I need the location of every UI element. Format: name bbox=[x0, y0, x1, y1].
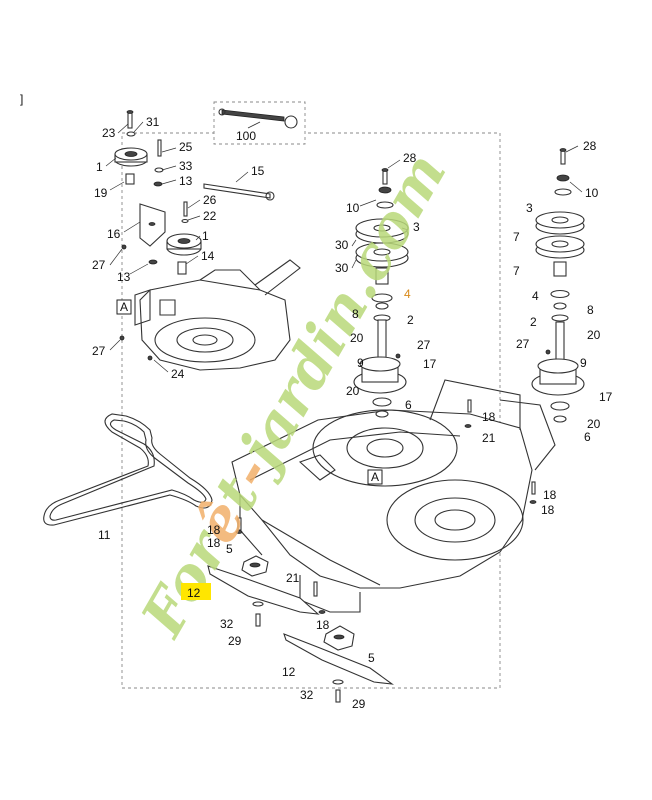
callout-10-center: 10 bbox=[346, 201, 360, 215]
callout-29-right: 29 bbox=[352, 697, 366, 711]
callout-10-right: 10 bbox=[585, 186, 599, 200]
callout-20-right-a: 20 bbox=[587, 328, 601, 342]
callout-3-right: 3 bbox=[526, 201, 533, 215]
callout-27-b: 27 bbox=[92, 344, 106, 358]
callout-30-b: 30 bbox=[335, 261, 349, 275]
callout-20-right-b: 20 bbox=[587, 417, 601, 431]
callout-8-center: 8 bbox=[352, 307, 359, 321]
left-idler-assembly bbox=[114, 110, 275, 361]
callout-8-right: 8 bbox=[587, 303, 594, 317]
bracket-glyph: ] bbox=[20, 92, 23, 106]
callout-6-right: 6 bbox=[584, 430, 591, 444]
svg-text:A: A bbox=[120, 300, 128, 314]
blade-right-12 bbox=[283, 625, 395, 703]
upper-deck-bracket bbox=[134, 259, 301, 371]
callout-17-center: 17 bbox=[423, 357, 437, 371]
callout-6-center: 6 bbox=[405, 398, 412, 412]
callout-30-a: 30 bbox=[335, 238, 349, 252]
callout-13-lower: 13 bbox=[117, 270, 131, 284]
callout-1-lower: 1 bbox=[202, 229, 209, 243]
callout-5-right: 5 bbox=[368, 651, 375, 665]
drive-belt-11 bbox=[43, 413, 213, 526]
callout-18-b: 18 bbox=[543, 488, 557, 502]
callout-21-b: 21 bbox=[286, 571, 300, 585]
callout-16: 16 bbox=[107, 227, 121, 241]
callout-9-center: 9 bbox=[357, 356, 364, 370]
callout-28-right: 28 bbox=[583, 139, 597, 153]
callout-31: 31 bbox=[146, 115, 160, 129]
callout-7-a: 7 bbox=[513, 230, 520, 244]
callout-27-right: 27 bbox=[516, 337, 530, 351]
callout-27-a: 27 bbox=[92, 258, 106, 272]
leader-lines bbox=[105, 121, 583, 373]
callout-11: 11 bbox=[98, 528, 111, 542]
callout-17-right: 17 bbox=[599, 390, 613, 404]
callout-32-left: 32 bbox=[220, 617, 234, 631]
callout-13-top: 13 bbox=[179, 174, 193, 188]
callout-25: 25 bbox=[179, 140, 193, 154]
callout-24: 24 bbox=[171, 367, 185, 381]
callout-12-highlight bbox=[181, 583, 211, 600]
callout-19: 19 bbox=[94, 186, 108, 200]
callout-4-center: 4 bbox=[404, 287, 411, 301]
right-spindle-assembly bbox=[531, 148, 585, 423]
callout-18-e: 18 bbox=[207, 536, 221, 550]
callout-29-left: 29 bbox=[228, 634, 242, 648]
callout-15: 15 bbox=[251, 164, 265, 178]
box-marker-a-left: A bbox=[116, 299, 132, 315]
callout-22: 22 bbox=[203, 209, 217, 223]
callout-12-left: 12 bbox=[187, 586, 201, 600]
callout-21-a: 21 bbox=[482, 431, 496, 445]
callout-18-d: 18 bbox=[207, 523, 221, 537]
callout-27-center: 27 bbox=[417, 338, 431, 352]
svg-text:A: A bbox=[371, 470, 379, 484]
callout-20-center-a: 20 bbox=[350, 331, 364, 345]
center-spindle-assembly bbox=[353, 168, 409, 418]
callout-100: 100 bbox=[236, 129, 256, 143]
callout-28-center: 28 bbox=[403, 151, 417, 165]
spring-kit-100 bbox=[218, 108, 298, 129]
callout-9-right: 9 bbox=[580, 356, 587, 370]
callout-32-right: 32 bbox=[300, 688, 314, 702]
callout-20-center-b: 20 bbox=[346, 384, 360, 398]
callout-7-b: 7 bbox=[513, 264, 520, 278]
box-marker-a-center: A bbox=[367, 469, 383, 485]
callout-14: 14 bbox=[201, 249, 215, 263]
callout-18-a: 18 bbox=[482, 410, 496, 424]
blade-left-12 bbox=[207, 555, 320, 627]
callout-4-right: 4 bbox=[532, 289, 539, 303]
deck-fasteners bbox=[235, 399, 537, 614]
callout-12-right: 12 bbox=[282, 665, 296, 679]
callout-18-f: 18 bbox=[316, 618, 330, 632]
callout-2-center: 2 bbox=[407, 313, 414, 327]
callout-5-left: 5 bbox=[226, 542, 233, 556]
callout-33: 33 bbox=[179, 159, 193, 173]
kit-100-frame bbox=[213, 101, 306, 145]
callout-23: 23 bbox=[102, 126, 116, 140]
cutting-deck bbox=[231, 379, 556, 613]
callout-18-c: 18 bbox=[541, 503, 555, 517]
callout-1-top: 1 bbox=[96, 160, 103, 174]
callout-2-right: 2 bbox=[530, 315, 537, 329]
callout-3-center: 3 bbox=[413, 220, 420, 234]
callout-labels: 100 23 31 25 33 1 19 13 26 22 16 1 14 27… bbox=[92, 115, 613, 711]
callout-26: 26 bbox=[203, 193, 217, 207]
